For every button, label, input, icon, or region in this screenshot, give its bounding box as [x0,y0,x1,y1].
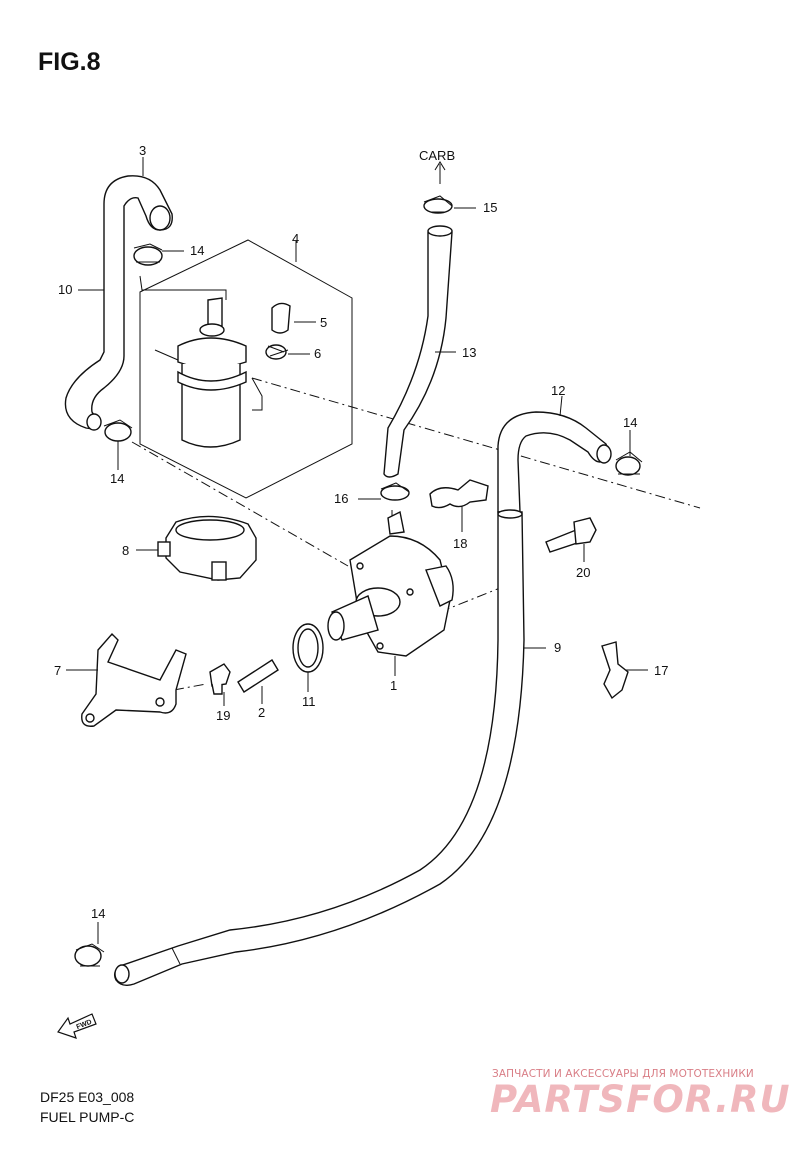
callout-17: 17 [654,663,668,678]
callout-18: 18 [453,536,467,551]
clamp-18 [429,479,489,532]
callout-1: 1 [390,678,397,693]
hose-12-and-9 [113,395,612,987]
carb-label: CARB [419,148,455,163]
hose-clip-14-right [615,430,643,476]
callout-5: 5 [320,315,327,330]
hose-clip-14-bottom [74,922,105,967]
hose-13 [383,161,456,478]
bolt-19 [209,663,231,706]
callout-12: 12 [551,383,565,398]
hose-clip-14-upper [133,243,184,266]
fuel-filter-assembly [139,239,353,499]
callout-19: 19 [216,708,230,723]
callout-3: 3 [139,143,146,158]
callout-10: 10 [58,282,72,297]
hose-3-and-10 [64,157,173,431]
callout-11: 11 [302,694,316,709]
pin-2 [237,659,279,704]
forward-arrow-icon: FWD [57,1013,97,1039]
callout-2: 2 [258,705,265,720]
fuel-pump-1 [327,510,454,676]
hose-clip-15 [423,195,476,214]
callout-14-lower: 14 [110,471,124,486]
callout-13: 13 [462,345,476,360]
diagram-code: DF25 E03_008 [40,1089,135,1105]
figure-title: FIG.8 [38,48,101,76]
mounting-plate-7 [66,632,187,727]
callout-6: 6 [314,346,321,361]
o-ring-11 [292,623,324,692]
callout-labels: 3 4 14 10 5 6 14 15 13 12 14 16 18 8 20 … [54,143,668,921]
callout-20: 20 [576,565,590,580]
callout-16: 16 [334,491,348,506]
hose-clip-14-lower [103,419,133,470]
callout-14-bottom: 14 [91,906,105,921]
callout-7: 7 [54,663,61,678]
callout-15: 15 [483,200,497,215]
watermark-tagline: ЗАПЧАСТИ И АКСЕССУАРЫ ДЛЯ МОТОТЕХНИКИ [492,1068,754,1080]
hose-clip-16 [358,482,410,501]
filter-hose-piece [271,302,316,334]
diagram-caption: FUEL PUMP-C [40,1109,135,1125]
callout-8: 8 [122,543,129,558]
pump-bracket-8 [136,515,257,581]
watermark-logo: PARTSFOR.RU [490,1078,791,1121]
callout-4: 4 [292,231,299,246]
clip-17 [601,641,648,700]
bolt-20 [545,517,597,562]
callout-14-upper: 14 [190,243,204,258]
filter-clip [265,344,310,360]
callout-9: 9 [554,640,561,655]
callout-14-right: 14 [623,415,637,430]
